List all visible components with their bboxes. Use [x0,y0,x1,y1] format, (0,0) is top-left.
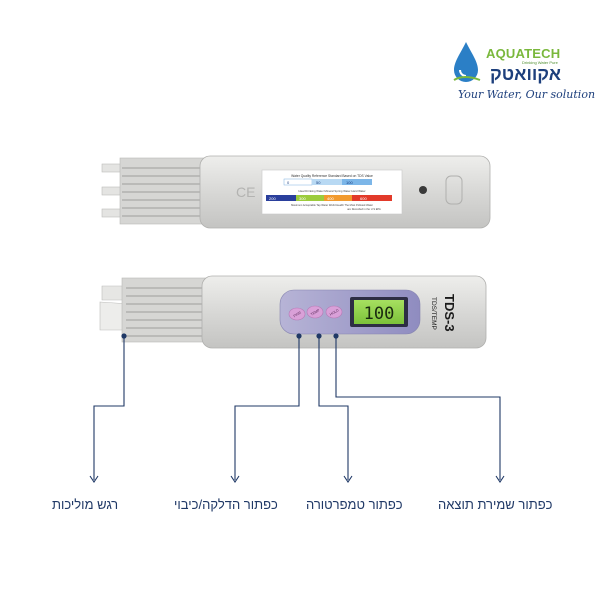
sticker-line-2: Maximum Acceptable Tap Water World Healt… [291,203,373,207]
brand-name-hebrew: אקוואטק [490,64,561,84]
caption-power-button: כפתור הדלקה/כיבוי [174,497,278,512]
scale-value: 300 [299,196,306,201]
caption-sensor: רגש מוליכות [52,497,119,512]
screw-hole [419,186,427,194]
power-leader-line [234,336,300,480]
cap-ribs [126,287,204,337]
scale-value: 0 [287,180,290,185]
sticker-line-3: are Recorded in the U.S EPA [347,207,381,211]
sticker-scale-top: 0 50 100 [283,178,372,186]
water-drop-icon [453,42,481,82]
brand-name-latin: AQUATECH [486,46,561,61]
ce-mark: CE [236,184,255,200]
temp-button-label: TEMP [310,308,321,317]
temp-button[interactable]: TEMP [306,305,324,319]
sensor-leader-line [93,336,125,480]
scale-value: 50 [316,180,321,185]
lcd-screen [354,300,404,324]
protective-cap [119,157,205,225]
hold-button[interactable]: HOLD [325,305,343,319]
sticker-title: Water Quality Reference Standard Based o… [291,174,373,178]
caption-hold-button: כפתור שמירת תוצאה [438,497,553,512]
sticker-scale-bottom: 200 300 400 600 [266,195,392,201]
tds-reference-sticker [261,169,403,215]
model-name: TDS-3 [442,294,457,332]
power-button[interactable]: PWR [288,307,306,321]
lcd-reading: 100 [364,304,395,324]
aquatech-logo: AQUATECH Drinking Water Pure אקוואטק You… [452,40,595,104]
brand-subtitle: Drinking Water Pure [522,60,558,65]
sticker-line-1: Ideal Drinking Water Mineral Spring Wate… [298,189,365,193]
leader-arrowheads [89,475,505,483]
power-button-label: PWR [293,310,302,318]
scale-value: 200 [269,196,276,201]
leader-dots [121,333,339,339]
protective-cap [121,277,207,343]
meter-back-view: CE Water Quality Reference Standard Base… [101,155,491,229]
scale-value: 400 [327,196,334,201]
caption-temp-button: כפתור טמפרטורה [306,497,403,512]
hold-button-label: HOLD [329,308,340,317]
cap-ribs [122,167,202,217]
lanyard-slot [445,175,463,205]
meter-front-view: HOLD TEMP PWR 100 TDS-3 TDS/TEMP [99,275,487,349]
hold-leader-line [335,336,501,480]
model-subtitle: TDS/TEMP [430,297,437,330]
scale-value: 100 [346,180,353,185]
leader-lines [93,336,501,480]
scale-value: 600 [360,196,367,201]
temp-leader-line [318,336,349,480]
brand-tagline: Your Water, Our solution [458,88,596,101]
